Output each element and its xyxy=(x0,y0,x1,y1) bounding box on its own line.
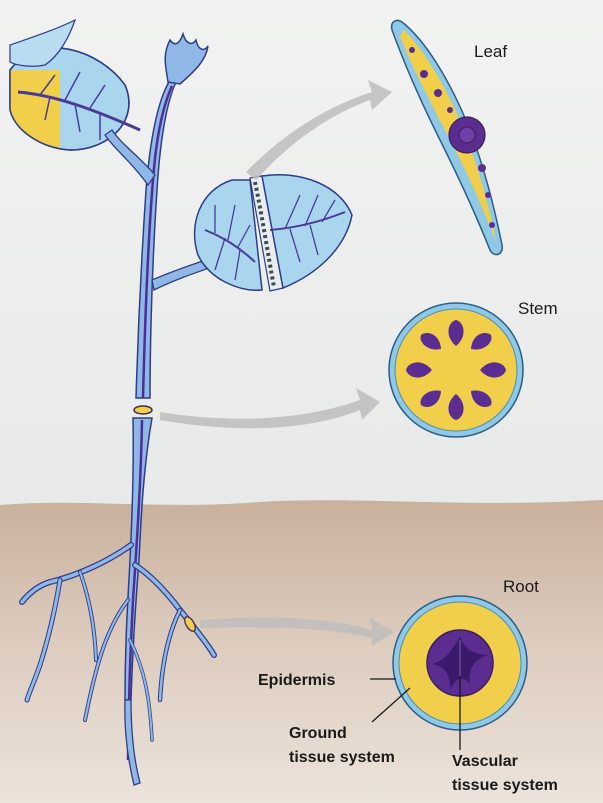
label-vascular-line2: tissue system xyxy=(452,777,558,794)
stem-cross-section xyxy=(389,303,523,437)
label-leaf: Leaf xyxy=(474,42,507,61)
label-root: Root xyxy=(503,577,539,596)
label-ground-line1: Ground xyxy=(289,725,347,742)
stem-cut xyxy=(134,406,152,414)
label-vascular-line1: Vascular xyxy=(452,753,518,770)
label-epidermis: Epidermis xyxy=(258,672,335,689)
label-ground-line2: tissue system xyxy=(289,749,395,766)
label-stem: Stem xyxy=(518,299,558,318)
